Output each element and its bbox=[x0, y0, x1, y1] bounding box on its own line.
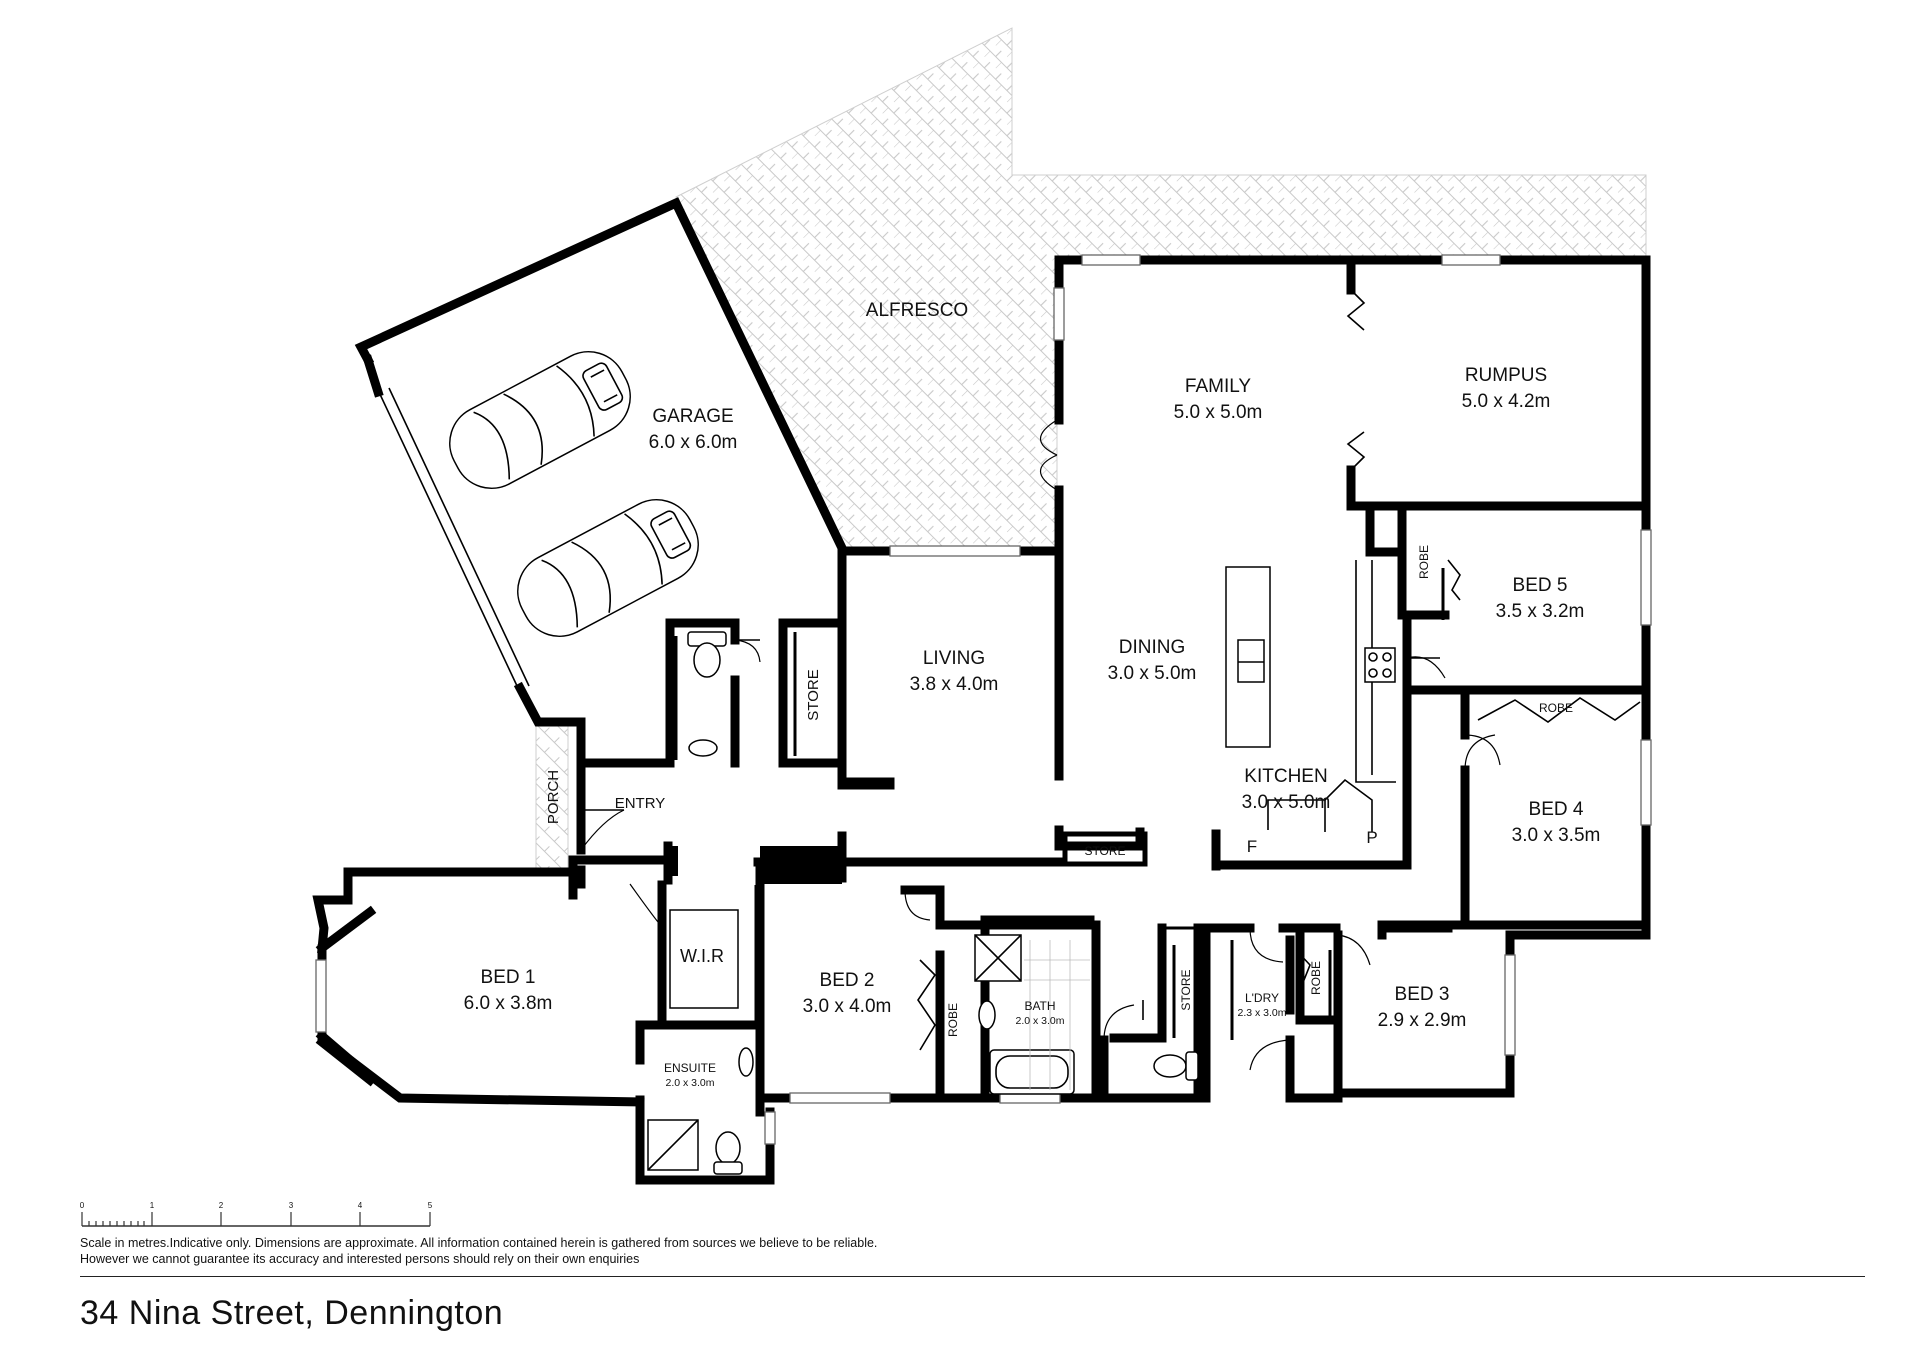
basin-icon bbox=[738, 1047, 754, 1077]
disclaimer-text: Scale in metres.Indicative only. Dimensi… bbox=[80, 1236, 878, 1266]
living-size: 3.8 x 4.0m bbox=[910, 674, 999, 695]
scale-tick-label: 2 bbox=[219, 1201, 224, 1210]
store-kitchen-label: STORE bbox=[1084, 844, 1125, 858]
robe-bed5-label: ROBE bbox=[1417, 545, 1431, 579]
toilet-icon bbox=[693, 642, 721, 678]
robe-bed3-label: ROBE bbox=[1309, 961, 1323, 995]
bed3-label: BED 3 bbox=[1395, 984, 1450, 1005]
dining-label: DINING bbox=[1119, 637, 1186, 658]
dining-size: 3.0 x 5.0m bbox=[1108, 663, 1197, 684]
scale-tick-label: 5 bbox=[428, 1201, 433, 1210]
toilet-icon bbox=[715, 1131, 741, 1165]
ensuite-size: 2.0 x 3.0m bbox=[665, 1077, 714, 1089]
garage-label: GARAGE bbox=[652, 406, 733, 427]
bed2-size: 3.0 x 4.0m bbox=[803, 996, 892, 1017]
basin-icon bbox=[688, 739, 718, 757]
bed2-label: BED 2 bbox=[820, 970, 875, 991]
alfresco-paving bbox=[675, 27, 1647, 549]
laundry-size: 2.3 x 3.0m bbox=[1237, 1007, 1286, 1019]
room-labels: ALFRESCO GARAGE 6.0 x 6.0m FAMILY 5.0 x … bbox=[464, 300, 1601, 1089]
bathtub-icon bbox=[989, 1049, 1075, 1095]
scale-tick-label: 3 bbox=[289, 1201, 294, 1210]
laundry-label: L'DRY bbox=[1245, 991, 1279, 1005]
bed5-label: BED 5 bbox=[1513, 575, 1568, 596]
toilet-icon bbox=[1153, 1054, 1187, 1078]
fixtures bbox=[647, 560, 1396, 1175]
kitchen-size: 3.0 x 5.0m bbox=[1242, 792, 1331, 813]
car-icon bbox=[517, 498, 699, 638]
basin-icon bbox=[978, 1000, 996, 1030]
store-hall-label: STORE bbox=[805, 669, 822, 720]
scale-bar: 0 1 2 3 4 5 bbox=[80, 1201, 433, 1227]
store-bath-label: STORE bbox=[1179, 969, 1193, 1010]
property-address: 34 Nina Street, Dennington bbox=[80, 1294, 504, 1332]
pantry-label: P bbox=[1366, 828, 1377, 847]
rumpus-label: RUMPUS bbox=[1465, 365, 1547, 386]
bath-label: BATH bbox=[1024, 999, 1055, 1013]
alfresco-label: ALFRESCO bbox=[866, 300, 968, 321]
windows bbox=[315, 254, 1652, 1145]
robe-bed4-label: ROBE bbox=[1539, 701, 1573, 715]
wir-label: W.I.R bbox=[680, 946, 724, 966]
robe-bed2-label: ROBE bbox=[946, 1003, 960, 1037]
living-label: LIVING bbox=[923, 648, 985, 669]
bath-size: 2.0 x 3.0m bbox=[1015, 1015, 1064, 1027]
doors bbox=[580, 289, 1641, 1071]
fridge-label: F bbox=[1247, 837, 1257, 856]
walls bbox=[312, 197, 1651, 1185]
entry-label: ENTRY bbox=[615, 795, 666, 812]
cooktop-icon bbox=[1364, 647, 1396, 683]
garage-size: 6.0 x 6.0m bbox=[649, 432, 738, 453]
porch-label: PORCH bbox=[545, 770, 562, 824]
bed1-label: BED 1 bbox=[481, 967, 536, 988]
bed4-size: 3.0 x 3.5m bbox=[1512, 825, 1601, 846]
bed5-size: 3.5 x 3.2m bbox=[1496, 601, 1585, 622]
bed1-size: 6.0 x 3.8m bbox=[464, 993, 553, 1014]
scale-tick-label: 0 bbox=[80, 1201, 85, 1210]
bed4-label: BED 4 bbox=[1529, 799, 1584, 820]
rumpus-size: 5.0 x 4.2m bbox=[1462, 391, 1551, 412]
footer-divider bbox=[80, 1276, 1865, 1277]
porch-paving bbox=[535, 723, 569, 871]
bed3-size: 2.9 x 2.9m bbox=[1378, 1010, 1467, 1031]
family-size: 5.0 x 5.0m bbox=[1174, 402, 1263, 423]
family-label: FAMILY bbox=[1185, 376, 1251, 397]
ensuite-label: ENSUITE bbox=[664, 1061, 716, 1075]
scale-tick-label: 1 bbox=[150, 1201, 155, 1210]
kitchen-label: KITCHEN bbox=[1244, 766, 1327, 787]
car-icon bbox=[449, 350, 631, 490]
scale-tick-label: 4 bbox=[358, 1201, 363, 1210]
sink-icon bbox=[1237, 639, 1265, 683]
